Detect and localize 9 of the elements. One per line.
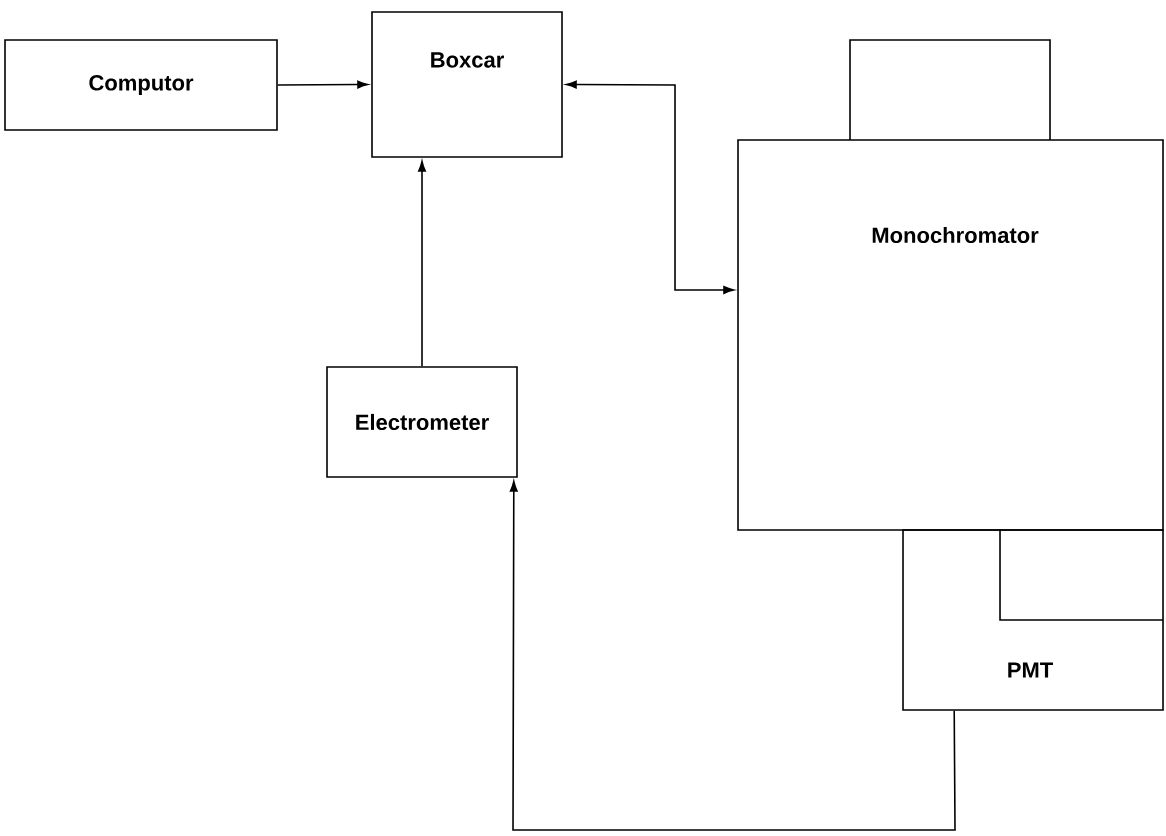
arrow <box>565 80 735 294</box>
arrow <box>509 480 956 831</box>
arrow <box>418 160 426 367</box>
computer-box: Computor <box>4 39 278 131</box>
monochromator-box: Monochromator <box>737 39 1164 531</box>
pmt-box: PMT <box>902 529 1164 711</box>
arrow <box>277 80 369 89</box>
boxcar-box: Boxcar <box>371 11 563 158</box>
electrometer-box: Electrometer <box>326 366 518 478</box>
